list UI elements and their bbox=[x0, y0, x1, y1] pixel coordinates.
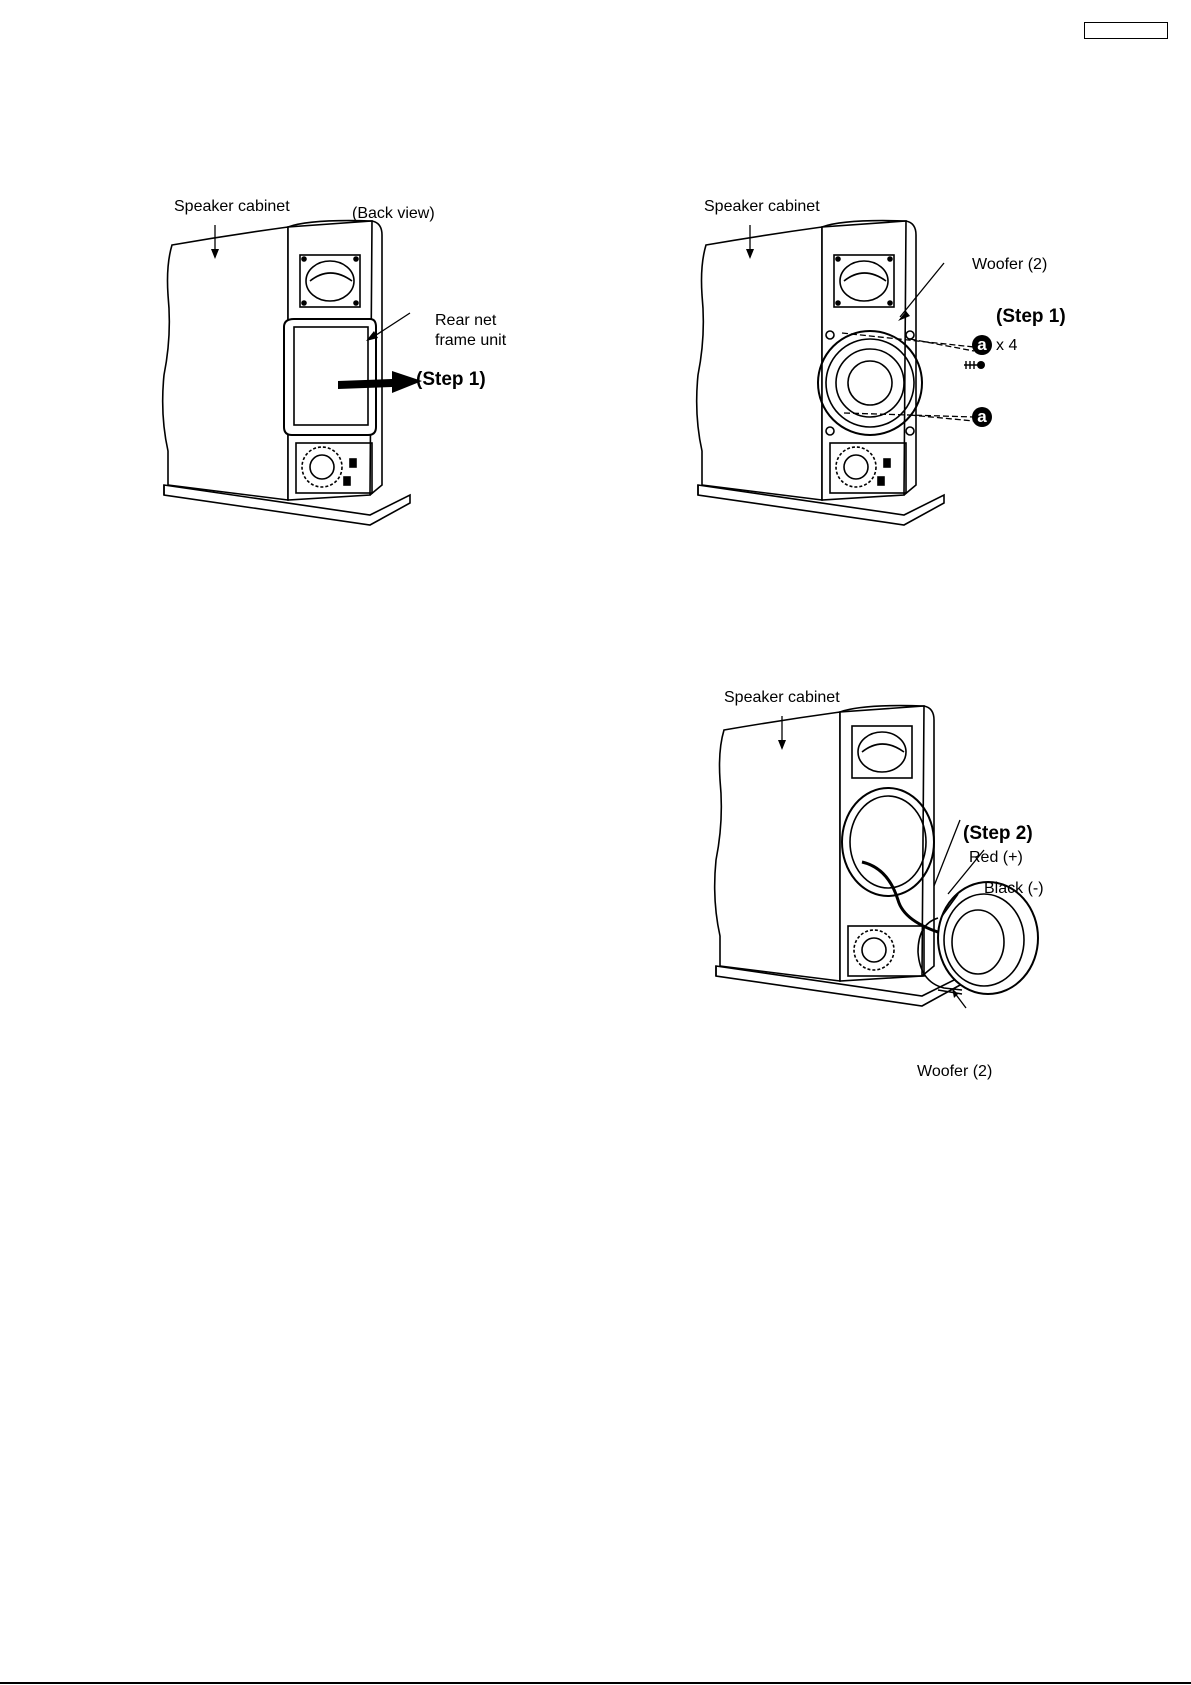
page-number-box bbox=[1084, 22, 1168, 39]
speaker-woofer-wires-drawing bbox=[712, 690, 1132, 1090]
woofer-label: Woofer (2) bbox=[972, 257, 1047, 273]
step-2-label: (Step 2) bbox=[963, 824, 1033, 843]
speaker-cabinet-label: Speaker cabinet bbox=[704, 199, 820, 215]
speaker-woofer-screws-drawing bbox=[694, 195, 1094, 575]
figure-rear-net-removal: Speaker cabinet (Back view) Rear net fra… bbox=[160, 195, 520, 575]
black-wire-label: Black (-) bbox=[984, 881, 1044, 897]
back-view-label: (Back view) bbox=[352, 206, 435, 222]
rear-net-label-line2: frame unit bbox=[435, 333, 506, 349]
rear-net-label-line1: Rear net bbox=[435, 313, 496, 329]
red-wire-label: Red (+) bbox=[969, 850, 1023, 866]
figure-woofer-screws: Speaker cabinet Woofer (2) (Step 1) a x … bbox=[694, 195, 1094, 575]
screw-a-badge-lower: a bbox=[972, 407, 992, 427]
screw-a-badge: a bbox=[972, 335, 992, 355]
speaker-cabinet-label: Speaker cabinet bbox=[174, 199, 290, 215]
step-1-label: (Step 1) bbox=[996, 307, 1066, 326]
screw-quantity-label: x 4 bbox=[996, 338, 1017, 354]
woofer-label: Woofer (2) bbox=[917, 1064, 992, 1080]
speaker-cabinet-label: Speaker cabinet bbox=[724, 690, 840, 706]
figure-woofer-wires: Speaker cabinet (Step 2) Red (+) Black (… bbox=[712, 690, 1132, 1090]
step-1-label: (Step 1) bbox=[416, 370, 486, 389]
page-bottom-rule bbox=[0, 1682, 1191, 1684]
